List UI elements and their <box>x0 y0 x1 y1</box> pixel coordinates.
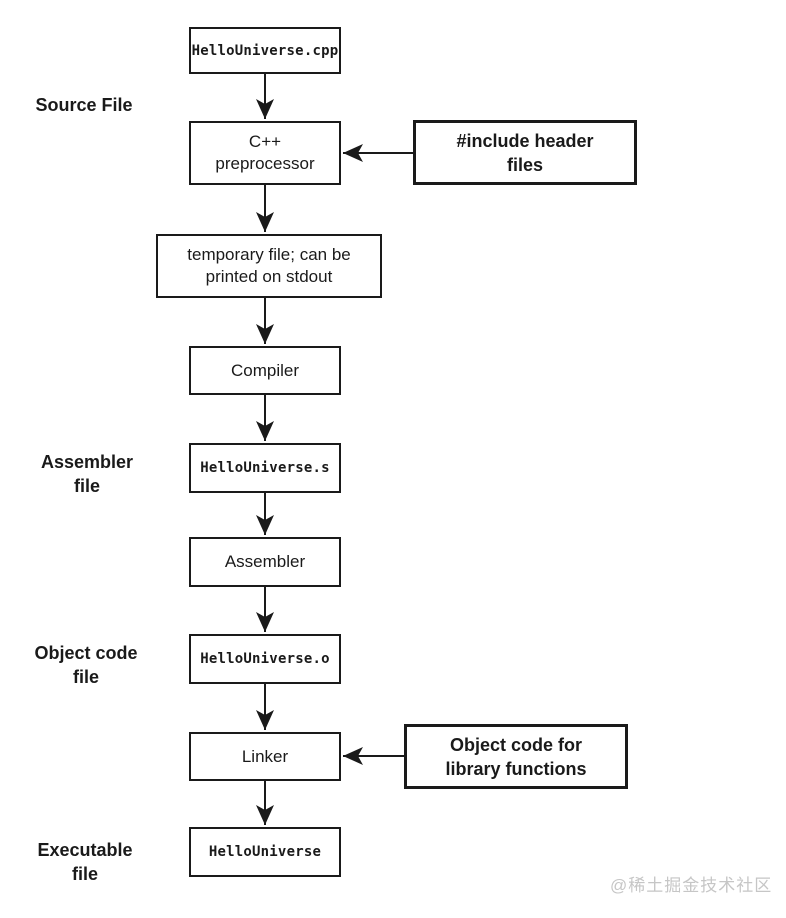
stage-label-assembler-file: Assembler file <box>40 452 134 496</box>
node-include-header-files: #include header files <box>413 120 637 185</box>
node-object-code-file: HelloUniverse.o <box>189 634 341 684</box>
node-cpp-preprocessor: C++ preprocessor <box>189 121 341 185</box>
node-compiler: Compiler <box>189 346 341 395</box>
node-library-object-code: Object code for library functions <box>404 724 628 789</box>
stage-label-object-code-file: Object code file <box>34 643 138 687</box>
node-source-cpp-file: HelloUniverse.cpp <box>189 27 341 74</box>
node-executable-file: HelloUniverse <box>189 827 341 877</box>
stage-label-executable-file: Executable file <box>37 840 133 884</box>
node-temporary-file: temporary file; can be printed on stdout <box>156 234 382 298</box>
stage-label-source-file: Source File <box>35 95 133 115</box>
node-assembly-file: HelloUniverse.s <box>189 443 341 493</box>
node-assembler: Assembler <box>189 537 341 587</box>
watermark-text: @稀土掘金技术社区 <box>610 876 773 895</box>
node-linker: Linker <box>189 732 341 781</box>
